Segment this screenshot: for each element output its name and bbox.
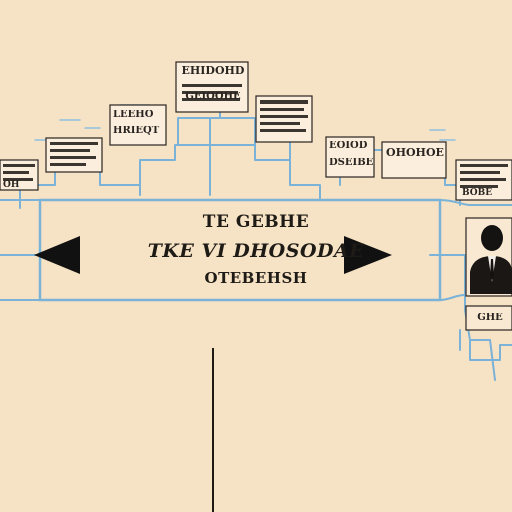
doc-box-left <box>45 137 103 173</box>
label-top-center-sub: GEIOOHE <box>185 92 241 102</box>
center-title-line3: OTEBEHSH <box>204 269 308 287</box>
doc-box-far-right <box>455 159 512 201</box>
pill-bottom-rail <box>0 294 466 301</box>
label-far-right: BOBE <box>462 188 493 198</box>
person-caption-box <box>465 305 512 331</box>
center-title-line1: TE GEBHE <box>202 212 310 232</box>
doc-box-right-far <box>381 141 447 179</box>
label-right-mid-sub: DSEIBE <box>329 158 373 168</box>
center-title-line2: TKE VI DHOSODAE <box>147 240 365 262</box>
doc-box-right-mid <box>325 136 375 178</box>
label-left-high-sub: HRIEQT <box>113 126 160 136</box>
doc-box-mid <box>255 95 313 143</box>
label-right-far: OHOHOE <box>386 148 444 158</box>
person-card <box>465 217 512 297</box>
doc-box-top-center <box>175 61 249 113</box>
person-connector <box>459 254 512 381</box>
arrow-right-icon <box>344 236 392 274</box>
label-top-center: EHIDOHD <box>181 66 245 76</box>
label-left-high: LEEHO <box>113 110 154 120</box>
doc-box-left-high <box>109 104 167 146</box>
person-icon <box>470 225 512 294</box>
label-person-caption: GHE <box>477 313 503 323</box>
label-right-mid: EOIOD <box>329 141 368 151</box>
doc-box-far-left <box>0 159 39 191</box>
label-far-left: OH <box>3 180 20 190</box>
arrow-left-icon <box>34 236 80 274</box>
